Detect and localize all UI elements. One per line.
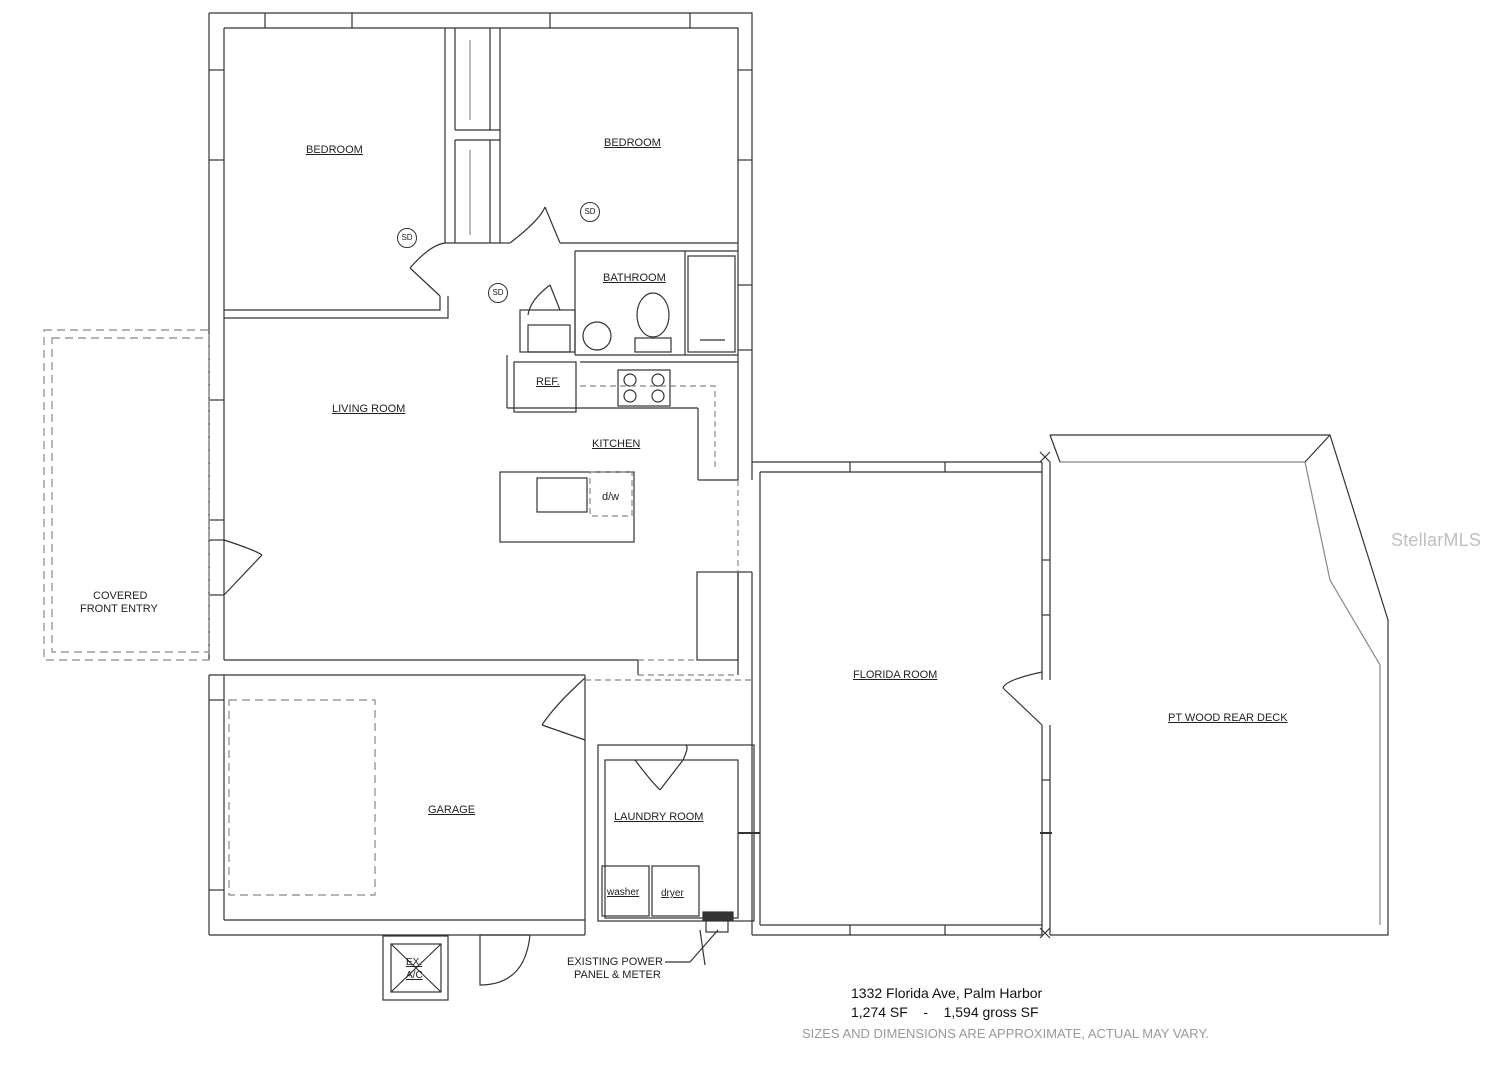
smoke-detector-icon: SD	[397, 228, 417, 248]
label-bedroom-right: BEDROOM	[604, 137, 661, 149]
label-bedroom-left: BEDROOM	[306, 144, 363, 156]
label-ac-line2: A/C	[406, 970, 423, 981]
power-panel-leader	[665, 919, 729, 966]
label-power-panel-line1: EXISTING POWER	[567, 956, 663, 968]
label-garage: GARAGE	[428, 804, 476, 816]
label-power-panel-line2: PANEL & METER	[574, 969, 661, 981]
label-dishwasher: d/w	[602, 491, 620, 503]
label-laundry-room: LAUNDRY ROOM	[614, 811, 704, 823]
ac-unit	[382, 935, 449, 1001]
florida-room-walls	[751, 461, 1052, 936]
label-covered-entry-line1: COVERED	[93, 590, 148, 602]
rear-door	[479, 934, 531, 986]
smoke-detector-icon: SD	[580, 202, 600, 222]
label-ac-line1: EX.	[406, 957, 423, 968]
label-kitchen: KITCHEN	[592, 438, 641, 450]
label-dryer: dryer	[661, 888, 684, 899]
label-washer: washer	[607, 887, 640, 898]
rear-deck-outline	[1039, 434, 1389, 939]
kitchen-counters	[499, 355, 753, 676]
caption-address: 1332 Florida Ave, Palm Harbor	[851, 985, 1043, 1001]
front-door	[209, 539, 263, 596]
laundry-walls	[597, 744, 760, 922]
label-florida-room: FLORIDA ROOM	[853, 669, 938, 681]
garage-outline	[228, 675, 586, 935]
watermark-logo: StellarMLS	[1391, 530, 1482, 550]
bedroom-walls	[224, 28, 738, 319]
smoke-detector-icon: SD	[488, 283, 508, 303]
label-covered-entry-line2: FRONT ENTRY	[80, 603, 158, 615]
caption-area: 1,274 SF - 1,594 gross SF	[851, 1004, 1039, 1020]
covered-entry-outline	[43, 329, 210, 661]
caption-disclaimer: SIZES AND DIMENSIONS ARE APPROXIMATE, AC…	[802, 1026, 1209, 1041]
label-bathroom: BATHROOM	[603, 272, 666, 284]
label-rear-deck: PT WOOD REAR DECK	[1168, 712, 1288, 724]
label-living-room: LIVING ROOM	[332, 403, 406, 415]
bathroom-walls	[519, 251, 738, 356]
label-refrigerator: REF.	[536, 376, 560, 388]
exterior-walls	[208, 12, 753, 936]
